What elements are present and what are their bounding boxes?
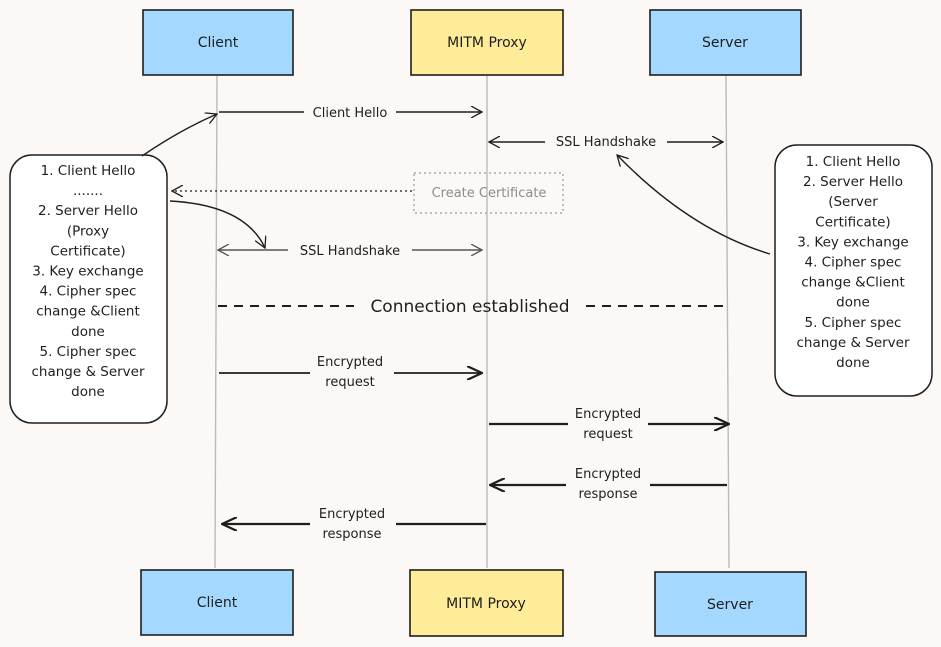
encrypted-response-proxy-arrow: Encrypted response [222,507,486,542]
client-handshake-note: 1. Client Hello....... 2. Server Hello (Pr… [9,154,168,424]
encrypted-request-label-line2: request [583,427,632,442]
client-hello-arrow: Client Hello [219,106,482,121]
note-line: 3. Key exchange [32,264,143,280]
proxy-box-bottom: MITM Proxy [409,569,564,637]
connection-established-label: Connection established [370,297,569,317]
note-line: 1. Client Hello [41,163,136,179]
note-line: change &Client [36,304,140,320]
note-line: change & Server [796,335,910,351]
note-line: 4. Cipher spec [40,284,137,300]
client-note-to-hello-arrow [141,114,217,157]
client-box-bottom: Client [140,569,294,636]
encrypted-response-label-line1: Encrypted [575,467,641,482]
note-line: Certificate) [815,214,890,230]
create-certificate-box: Create Certificate [413,172,564,214]
note-line: 2. Server Hello [803,174,903,190]
client-lifeline [214,75,218,569]
note-line: (Proxy [67,223,109,239]
client-note-to-handshake-arrow [169,200,265,248]
proxy-label: MITM Proxy [447,35,527,51]
ssl-handshake-client-proxy-arrow: SSL Handshake [218,244,482,259]
server-lifeline [725,75,730,569]
client-hello-label: Client Hello [313,106,388,121]
client-label: Client [198,35,239,51]
create-certificate-label: Create Certificate [432,186,547,201]
note-line: done [836,355,870,371]
server-label: Server [702,35,748,51]
encrypted-response-label-line2: response [578,487,637,502]
encrypted-response-label-line1: Encrypted [319,507,385,522]
connection-established-line: Connection established [218,297,726,317]
server-note-to-handshake-arrow [617,155,771,255]
note-line: 5. Cipher spec [805,315,902,331]
note-line: 1. Client Hello [806,154,901,170]
proxy-label: MITM Proxy [446,596,526,612]
note-line: Certificate) [50,243,125,259]
server-box-bottom: Server [654,571,807,637]
encrypted-request-proxy-arrow: Encrypted request [489,407,729,442]
server-box-top: Server [649,9,802,76]
note-line: change &Client [801,275,905,291]
encrypted-response-label-line2: response [322,527,381,542]
note-line: done [71,324,105,340]
note-line: done [71,384,105,400]
client-box-top: Client [142,9,294,76]
proxy-box-top: MITM Proxy [410,9,564,76]
encrypted-request-label-line2: request [325,375,374,390]
server-label: Server [707,597,753,613]
note-line: (Server [828,194,878,210]
encrypted-request-label-line1: Encrypted [575,407,641,422]
encrypted-request-client-arrow: Encrypted request [219,355,482,390]
note-line: change & Server [31,364,145,380]
note-line: 4. Cipher spec [805,255,902,271]
note-line: 5. Cipher spec [40,344,137,360]
note-line: 3. Key exchange [797,234,908,250]
ssl-handshake-label: SSL Handshake [556,135,656,150]
client-label: Client [197,595,238,611]
ssl-handshake-proxy-server-arrow: SSL Handshake [489,135,723,150]
encrypted-response-server-arrow: Encrypted response [490,467,727,502]
encrypted-request-label-line1: Encrypted [317,355,383,370]
ssl-handshake-label: SSL Handshake [300,244,400,259]
server-handshake-note: 1. Client Hello 2. Server Hello (ServerCer… [774,144,933,397]
note-line: ....... [73,183,103,199]
note-line: done [836,295,870,311]
note-line: 2. Server Hello [38,203,138,219]
